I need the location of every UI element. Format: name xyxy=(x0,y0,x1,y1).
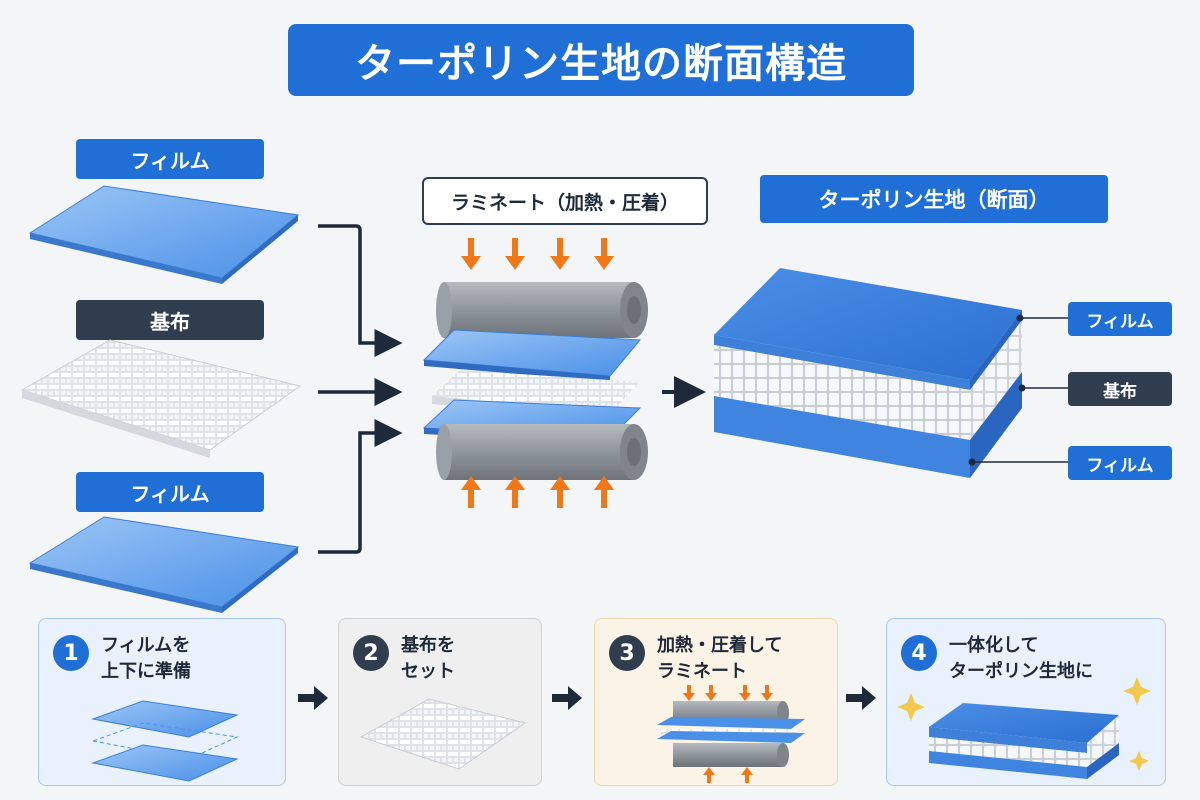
step-1-text: フィルムを 上下に準備 xyxy=(101,635,191,682)
film-top-sheet xyxy=(28,185,300,284)
laminate-label: ラミネート（加熱・圧着） xyxy=(422,177,708,225)
film-top-label: フィルム xyxy=(76,139,264,179)
sparkle-icon xyxy=(897,677,1151,771)
bottom-roller xyxy=(436,424,648,480)
result-layer-base: 基布 xyxy=(1068,372,1172,406)
step-arrow-3 xyxy=(846,686,876,714)
step-1-card: 1 フィルムを 上下に準備 xyxy=(38,618,286,786)
step-4-result-icon xyxy=(897,677,1151,779)
step-2-card: 2 基布を セット xyxy=(338,618,542,786)
step-4-card: 4 一体化して ターポリン生地に xyxy=(886,618,1166,786)
step-4-text: 一体化して ターポリン生地に xyxy=(949,635,1093,682)
step-2-text: 基布を セット xyxy=(401,635,455,682)
top-roller xyxy=(436,282,648,338)
pressure-arrows-bottom xyxy=(461,476,614,508)
page-title: ターポリン生地の断面構造 xyxy=(288,24,914,96)
result-label: ターポリン生地（断面） xyxy=(760,175,1108,223)
step-arrow-2 xyxy=(552,686,582,714)
step-1-films-icon xyxy=(91,700,239,782)
step-arrow-1 xyxy=(298,686,328,714)
pressure-arrows-top xyxy=(461,238,614,270)
step-4-number: 4 xyxy=(901,635,937,671)
film-bottom-sheet xyxy=(28,516,300,613)
base-fabric-label: 基布 xyxy=(76,300,264,340)
step-3-laminate-icon xyxy=(657,685,805,783)
step-3-text: 加熱・圧着して ラミネート xyxy=(657,635,783,682)
step-3-card: 3 加熱・圧着して ラミネート xyxy=(594,618,838,786)
step-3-number: 3 xyxy=(609,635,645,671)
step-2-fabric-icon xyxy=(359,698,527,770)
result-layer-film-top: フィルム xyxy=(1068,302,1172,336)
tarpaulin-cross-section xyxy=(714,268,1022,478)
step-2-number: 2 xyxy=(353,635,389,671)
base-fabric-sheet xyxy=(20,339,302,458)
film-bottom-label: フィルム xyxy=(76,472,264,512)
step-1-number: 1 xyxy=(53,635,89,671)
result-layer-film-bottom: フィルム xyxy=(1068,446,1172,480)
